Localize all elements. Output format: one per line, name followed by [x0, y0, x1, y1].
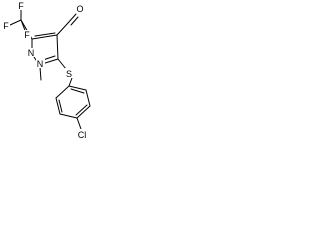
bond-cf3-f-left — [9, 19, 22, 26]
bond-c4-c5 — [56, 34, 59, 60]
bond-ph-4 — [76, 105, 91, 119]
structural-formula: F F F N N O S Cl — [2, 1, 91, 140]
bond-ph-4-inner — [75, 104, 88, 116]
bond-n1-methyl — [39, 66, 42, 81]
bond-cho-o — [67, 13, 77, 24]
bond-ph-2 — [55, 97, 61, 115]
atom-fluorine-top: F — [18, 1, 24, 11]
atom-oxygen: O — [76, 4, 83, 14]
bond-cho-o-double — [70, 16, 79, 26]
bond-ph-6-inner — [70, 88, 85, 94]
atom-chlorine: Cl — [78, 130, 87, 140]
bond-ph-6 — [68, 85, 87, 91]
atom-sulfur: S — [66, 69, 72, 79]
bond-ph-5 — [85, 89, 91, 107]
bond-ph-1 — [55, 85, 70, 99]
bond-c4-cho — [56, 22, 69, 36]
bond-ph-cl — [76, 117, 82, 130]
atom-fluorine-left: F — [3, 21, 9, 31]
atom-nitrogen-lower: N — [37, 59, 44, 69]
bond-c3-c4 — [31, 34, 58, 40]
bond-c3-c4-inner — [34, 32, 56, 37]
bond-ph-2-inner — [58, 99, 63, 113]
bond-ph-3 — [59, 113, 78, 119]
atom-nitrogen-upper: N — [28, 48, 35, 58]
atom-fluorine-mid: F — [24, 30, 30, 40]
bond-c5-s — [57, 58, 67, 70]
bond-s-ring — [68, 77, 73, 87]
